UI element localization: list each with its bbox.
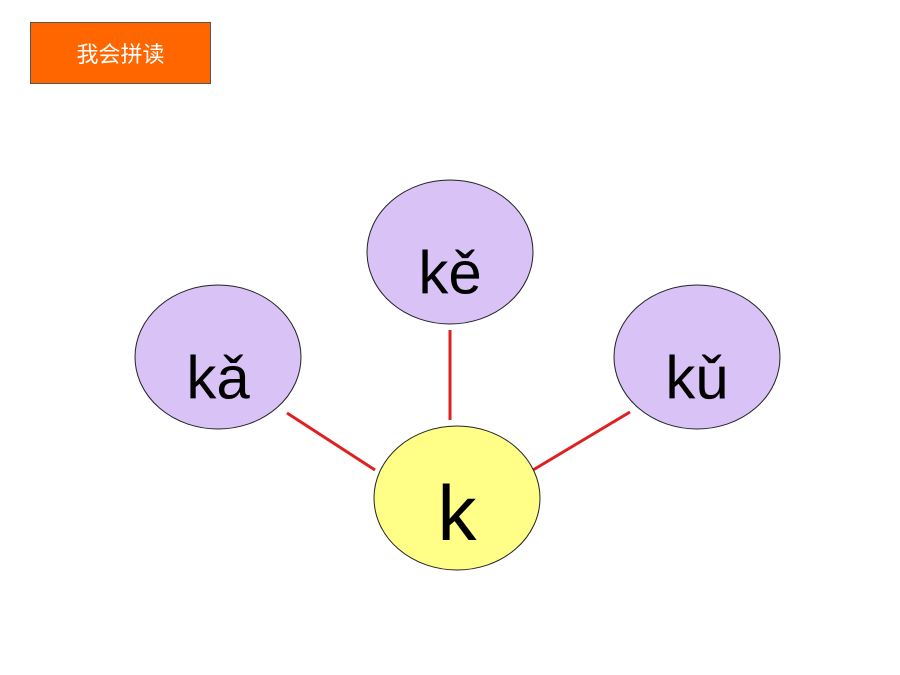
- syllable-bubble-ke: [366, 179, 534, 325]
- syllable-label-ke: kě: [418, 239, 481, 306]
- syllable-bubble-ku: [613, 284, 781, 430]
- initial-label-k: k: [438, 469, 478, 557]
- title-text: 我会拼读: [76, 43, 165, 68]
- connector-right: [532, 410, 631, 472]
- title-banner: 我会拼读: [30, 22, 211, 84]
- initial-bubble-k: [373, 425, 541, 571]
- connector-left: [286, 411, 376, 472]
- syllable-label-ku: kǔ: [665, 344, 728, 411]
- syllable-label-ka: kǎ: [186, 344, 250, 411]
- syllable-bubble-ka: [134, 284, 302, 430]
